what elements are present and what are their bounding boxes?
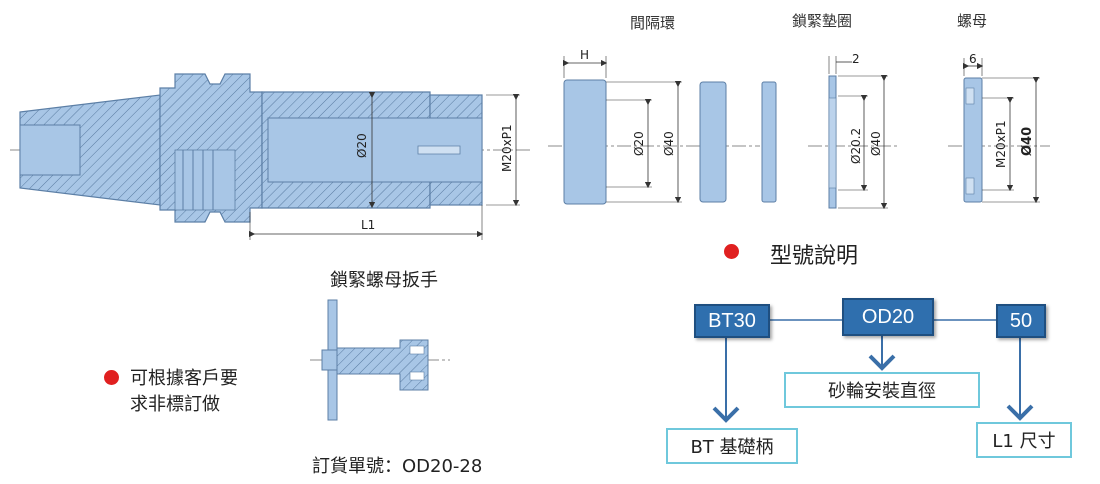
nut-6-label: 6	[969, 52, 977, 66]
desc-l1-size-box: L1 尺寸	[976, 422, 1072, 458]
model-title: 型號說明	[770, 244, 859, 269]
wrench-drawing	[310, 299, 450, 421]
spacer-ring-title: 間隔環	[630, 14, 676, 32]
order-number: 訂貨單號：OD20-28	[312, 456, 483, 477]
nut-drawing	[948, 58, 1050, 204]
custom-note-line1: 可根據客戶要	[130, 368, 238, 389]
spacer-d20-label: Ø20	[632, 131, 646, 156]
washer-2-label: 2	[852, 52, 860, 66]
model-connectors	[712, 319, 1034, 423]
code-od20-box: OD20	[842, 298, 934, 336]
tool-holder-drawing	[10, 73, 530, 240]
holder-thread-label: M20xP1	[500, 124, 514, 172]
nut-title: 螺母	[957, 12, 988, 30]
spacer-d40-label: Ø40	[662, 131, 676, 156]
washer-d40-label: Ø40	[869, 131, 883, 156]
washer-d20-2-label: Ø20.2	[849, 128, 863, 164]
desc-base-shank-box: BT 基礎柄	[666, 428, 798, 464]
model-bullet	[724, 244, 739, 259]
desc-wheel-diameter-box: 砂輪安裝直徑	[784, 372, 980, 408]
spacer-ring-drawing	[548, 56, 777, 205]
custom-note: 可根據客戶要 求非標訂做	[130, 366, 238, 418]
wrench-title: 鎖緊螺母扳手	[330, 270, 438, 291]
nut-thread-label: M20xP1	[994, 120, 1008, 168]
custom-bullet	[104, 370, 119, 385]
custom-note-line2: 求非標訂做	[130, 394, 220, 415]
holder-l1-label: L1	[361, 218, 376, 232]
holder-d20-label: Ø20	[355, 133, 369, 158]
code-bt30-box: BT30	[694, 304, 770, 338]
nut-d40-label: Ø40	[1020, 127, 1035, 156]
spacer-h-label: H	[580, 48, 590, 62]
code-50-box: 50	[996, 304, 1046, 338]
lock-washer-drawing	[808, 56, 900, 210]
lock-washer-title: 鎖緊墊圈	[792, 12, 853, 30]
